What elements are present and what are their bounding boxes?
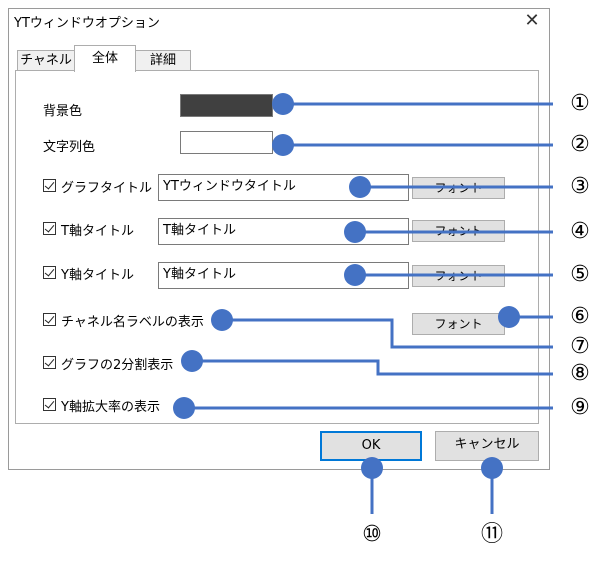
y-axis-title-checkbox[interactable] — [43, 266, 56, 279]
callout-dot-11 — [481, 457, 503, 479]
graph-split-label: グラフの2分割表示 — [61, 358, 174, 373]
callout-dot-8 — [181, 350, 203, 372]
callout-dot-6 — [498, 306, 520, 328]
callout-line-7 — [222, 318, 553, 349]
graph-title-label: グラフタイトル — [61, 181, 153, 196]
callout-dot-5 — [344, 264, 366, 286]
general-tab-panel — [15, 70, 539, 424]
channel-name-label-checkbox[interactable] — [43, 313, 56, 326]
callout-number-11: ⑪ — [480, 522, 503, 547]
callout-number-7: ⑦ — [570, 334, 590, 359]
channel-name-font-button[interactable]: フォント — [412, 313, 505, 335]
callout-number-3: ③ — [570, 174, 590, 199]
tab-general[interactable]: 全体 — [74, 45, 136, 72]
background-color-label: 背景色 — [43, 104, 83, 119]
callout-dot-9 — [173, 397, 195, 419]
callout-number-10: ⑩ — [362, 522, 382, 547]
callout-dots — [173, 93, 520, 479]
callout-dot-10 — [361, 457, 383, 479]
callout-dot-3 — [349, 176, 371, 198]
t-axis-title-label: T軸タイトル — [61, 224, 134, 239]
callout-number-9: ⑨ — [570, 395, 590, 420]
channel-name-label-text: チャネル名ラベルの表示 — [61, 315, 204, 330]
close-icon[interactable]: ✕ — [524, 10, 540, 31]
callout-number-5: ⑤ — [570, 262, 590, 287]
graph-title-checkbox[interactable] — [43, 179, 56, 192]
window-title: YTウィンドウオプション — [14, 16, 160, 31]
callout-number-8: ⑧ — [570, 361, 590, 386]
callout-number-1: ① — [570, 91, 590, 116]
callout-dot-4 — [344, 221, 366, 243]
callout-number-4: ④ — [570, 219, 590, 244]
callout-lines — [184, 102, 553, 514]
text-color-label: 文字列色 — [43, 140, 96, 155]
t-axis-title-checkbox[interactable] — [43, 222, 56, 235]
callout-dot-2 — [272, 134, 294, 156]
y-axis-zoom-label: Y軸拡大率の表示 — [61, 400, 160, 415]
y-axis-zoom-checkbox[interactable] — [43, 398, 56, 411]
callout-dot-7 — [211, 309, 233, 331]
cancel-button[interactable]: キャンセル — [435, 431, 539, 461]
callout-dot-1 — [272, 93, 294, 115]
tab-channel[interactable]: チャネル — [17, 50, 75, 71]
callout-number-2: ② — [570, 132, 590, 157]
graph-split-checkbox[interactable] — [43, 356, 56, 369]
callout-line-8 — [192, 359, 553, 376]
callout-number-6: ⑥ — [570, 304, 590, 329]
y-axis-title-label: Y軸タイトル — [61, 268, 134, 283]
